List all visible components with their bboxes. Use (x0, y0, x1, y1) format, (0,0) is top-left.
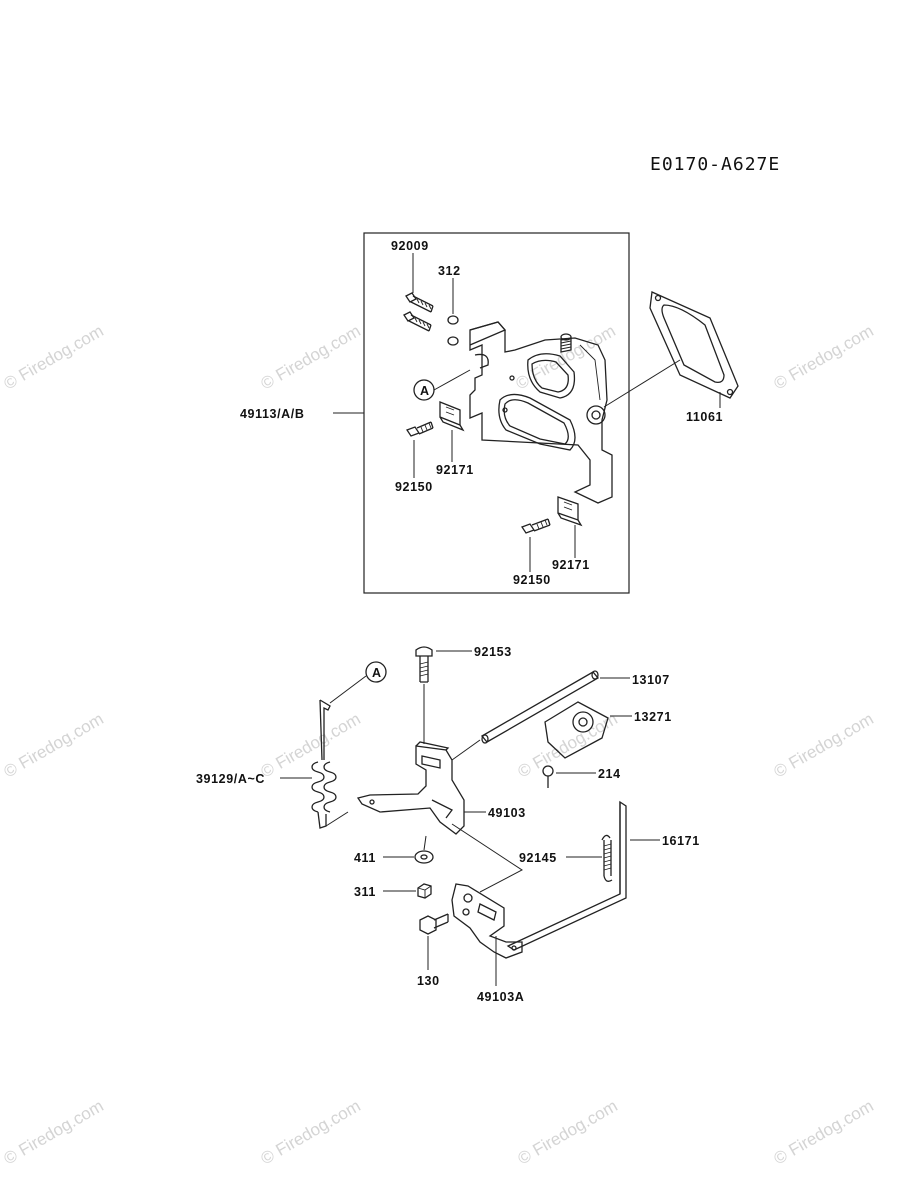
watermark: © Firedog.com (1, 1096, 107, 1168)
rod-16171 (506, 800, 627, 951)
clip-92171-upper (439, 401, 465, 432)
watermark: © Firedog.com (1, 321, 107, 393)
screw-214 (542, 765, 554, 788)
bolt-92150-lower (521, 518, 551, 534)
upper-panel-frame (363, 232, 630, 594)
label-92171-lower: 92171 (552, 558, 590, 572)
label-92153: 92153 (474, 645, 512, 659)
bolt-92150-upper (406, 421, 434, 437)
clip-92171-lower (557, 496, 583, 527)
lever-49103A (451, 883, 523, 959)
nut-311 (417, 883, 432, 899)
shaft-13107 (481, 670, 599, 744)
bolt-92153 (415, 646, 433, 683)
control-panel-plate-49113 (469, 321, 613, 504)
ref-marker-circle-lower (365, 661, 387, 683)
label-13271: 13271 (634, 710, 672, 724)
watermark: © Firedog.com (515, 1096, 621, 1168)
watermark: © Firedog.com (258, 709, 364, 781)
label-92171-upper: 92171 (436, 463, 474, 477)
spring-92145 (601, 834, 613, 882)
ref-marker-A-upper: A (420, 384, 430, 398)
label-49103A: 49103A (477, 990, 524, 1004)
label-39129: 39129/A~C (196, 772, 265, 786)
label-130: 130 (417, 974, 440, 988)
ref-marker-A-lower: A (372, 666, 382, 680)
label-16171: 16171 (662, 834, 700, 848)
watermark: © Firedog.com (771, 321, 877, 393)
watermark: © Firedog.com (771, 1096, 877, 1168)
watermark: © Firedog.com (771, 709, 877, 781)
watermarks: © Firedog.com © Firedog.com © Firedog.co… (1, 321, 877, 1168)
bolt-92009-upper (405, 292, 434, 313)
watermark: © Firedog.com (258, 1096, 364, 1168)
label-13107: 13107 (632, 673, 670, 687)
label-92145: 92145 (519, 851, 557, 865)
label-11061: 11061 (686, 410, 723, 424)
label-214: 214 (598, 767, 621, 781)
drawing-code: E0170-A627E (650, 154, 781, 175)
bolt-130 (419, 913, 449, 935)
label-92150-upper: 92150 (395, 480, 433, 494)
watermark: © Firedog.com (513, 321, 619, 393)
washer-312-upper (447, 315, 459, 325)
plate-13271 (544, 701, 609, 759)
gasket-11061 (649, 291, 739, 399)
label-411: 411 (354, 851, 376, 865)
washer-312-lower (447, 336, 459, 346)
bolt-92009-lower (403, 311, 432, 332)
label-312: 312 (438, 264, 461, 278)
watermark: © Firedog.com (1, 709, 107, 781)
label-49103: 49103 (488, 806, 526, 820)
label-49113: 49113/A/B (240, 407, 304, 421)
lever-bracket-49103 (356, 741, 465, 835)
washer-411 (414, 850, 434, 864)
label-92009: 92009 (391, 239, 429, 253)
label-311: 311 (354, 885, 376, 899)
link-rod-spring-39129 (311, 699, 349, 829)
watermark: © Firedog.com (258, 321, 364, 393)
label-92150-lower: 92150 (513, 573, 551, 587)
